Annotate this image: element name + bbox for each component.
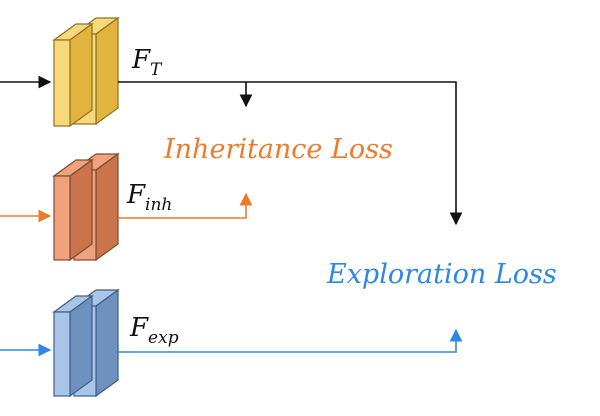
exploration-loss-label: Exploration Loss (326, 259, 557, 290)
inheritance-output-line (118, 192, 253, 219)
teacher-feature-block (52, 16, 120, 128)
exploration-feature-block (52, 288, 120, 398)
exploration-output-line (118, 328, 463, 353)
teacher-output-line (118, 81, 463, 226)
inheritance-feature-label: Finh (126, 180, 172, 215)
teacher-feature-label: FT (131, 45, 163, 80)
exploration-feature-label: Fexp (129, 313, 179, 348)
inheritance-feature-block (52, 152, 120, 262)
inheritance-loss-label: Inheritance Loss (163, 134, 393, 165)
